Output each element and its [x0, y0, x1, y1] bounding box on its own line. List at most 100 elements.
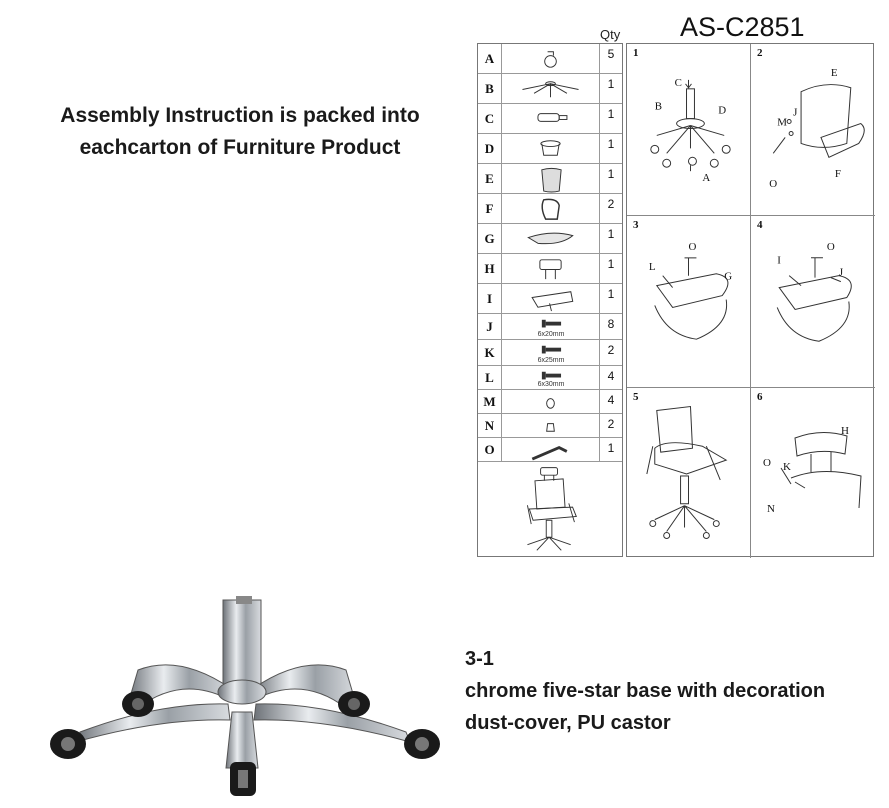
step-number: 1 [633, 47, 639, 59]
step-4-label-i: I [777, 255, 781, 267]
step-3-label-o: O [689, 241, 697, 253]
step-1-label-d: D [718, 105, 726, 117]
step-3-label-g: G [724, 271, 732, 283]
headrest-icon [502, 254, 600, 283]
step-2-label-f: F [835, 168, 841, 180]
part-quantity: 1 [607, 167, 615, 181]
part-letter: F [478, 194, 502, 223]
part-quantity: 1 [607, 227, 615, 241]
chrome-five-star-base-image [50, 596, 440, 796]
step-6-label-o: O [763, 457, 771, 469]
washer-icon [502, 390, 600, 413]
part-letter: H [478, 254, 502, 283]
part-quantity: 1 [607, 107, 615, 121]
step-4-panel: 4 O I J [751, 216, 875, 388]
step-number: 3 [633, 219, 639, 231]
caption-code: 3-1 [465, 648, 494, 670]
intro-line-2: eachcarton of Furniture Product [79, 136, 401, 159]
part-quantity: 2 [607, 343, 615, 357]
step-2-label-j: J [793, 107, 798, 119]
mechanism-icon [502, 284, 600, 313]
step-6-label-k: K [783, 461, 791, 473]
bolt-icon: 6x30mm [502, 366, 600, 389]
step-number: 5 [633, 391, 639, 403]
castor-wheel-icon [502, 44, 600, 73]
part-quantity: 1 [607, 137, 615, 151]
step-4-label-j: J [839, 267, 844, 279]
part-quantity: 4 [607, 393, 615, 407]
model-number: AS-C2851 [680, 12, 805, 42]
seat-cushion-icon [502, 224, 600, 253]
part-letter: I [478, 284, 502, 313]
part-quantity: 2 [607, 417, 615, 431]
part-quantity: 5 [607, 47, 615, 61]
part-letter: J [478, 314, 502, 339]
part-letter: G [478, 224, 502, 253]
assembled-chair-icon [478, 462, 622, 556]
step-3-panel: 3 O L G [627, 216, 751, 388]
qty-header: Qty [600, 27, 621, 42]
dust-cover-icon [502, 134, 600, 163]
step-4-label-o: O [827, 241, 835, 253]
step-6-diagram: H O K N [763, 425, 862, 515]
part-quantity: 1 [607, 77, 615, 91]
step-6-label-n: N [767, 503, 775, 515]
step-number: 6 [757, 391, 763, 403]
part-size-label: 6x20mm [537, 331, 565, 338]
step-2-label-m: M [777, 117, 787, 129]
part-letter: M [478, 390, 502, 413]
part-quantity: 1 [607, 441, 615, 455]
product-caption: 3-1 chrome five-star base with decoratio… [465, 643, 825, 739]
part-letter: L [478, 366, 502, 389]
part-row-j: J 6x20mm 8 [478, 314, 622, 340]
part-quantity: 2 [607, 197, 615, 211]
part-quantity: 8 [607, 317, 615, 331]
step-3-diagram: O L G [649, 241, 732, 340]
step-2-label-e: E [831, 67, 838, 79]
intro-line-1: Assembly Instruction is packed into [60, 104, 420, 127]
caption-line-2: chrome five-star base with decoration [465, 680, 826, 702]
nut-icon [502, 414, 600, 437]
part-letter: N [478, 414, 502, 437]
step-1-label-b: B [655, 101, 662, 113]
step-5-diagram [646, 405, 728, 539]
step-1-label-c: C [675, 77, 682, 89]
backrest-icon [502, 164, 600, 193]
intro-text: Assembly Instruction is packed into each… [40, 100, 440, 164]
part-letter: B [478, 74, 502, 103]
step-1-diagram: C B D A [650, 77, 731, 184]
step-2-panel: 2 E J M F O [751, 44, 875, 216]
step-6-label-h: H [841, 425, 849, 437]
part-letter: K [478, 340, 502, 365]
allen-key-icon [502, 438, 600, 461]
part-size-label: 6x25mm [537, 357, 565, 364]
part-letter: E [478, 164, 502, 193]
part-quantity: 1 [607, 257, 615, 271]
step-1-panel: 1 C B D A [627, 44, 751, 216]
star-base-icon [502, 74, 600, 103]
step-1-label-a: A [702, 172, 710, 184]
assembly-steps-grid: 1 C B D A 2 [626, 43, 875, 558]
part-letter: O [478, 438, 502, 461]
step-2-diagram: E J M F O [769, 67, 865, 190]
part-letter: C [478, 104, 502, 133]
bolt-icon: 6x20mm [502, 314, 600, 339]
step-6-panel: 6 H O K N [751, 388, 875, 558]
step-number: 4 [757, 219, 763, 231]
gas-lift-icon [502, 104, 600, 133]
part-quantity: 1 [607, 287, 615, 301]
step-number: 2 [757, 47, 763, 59]
